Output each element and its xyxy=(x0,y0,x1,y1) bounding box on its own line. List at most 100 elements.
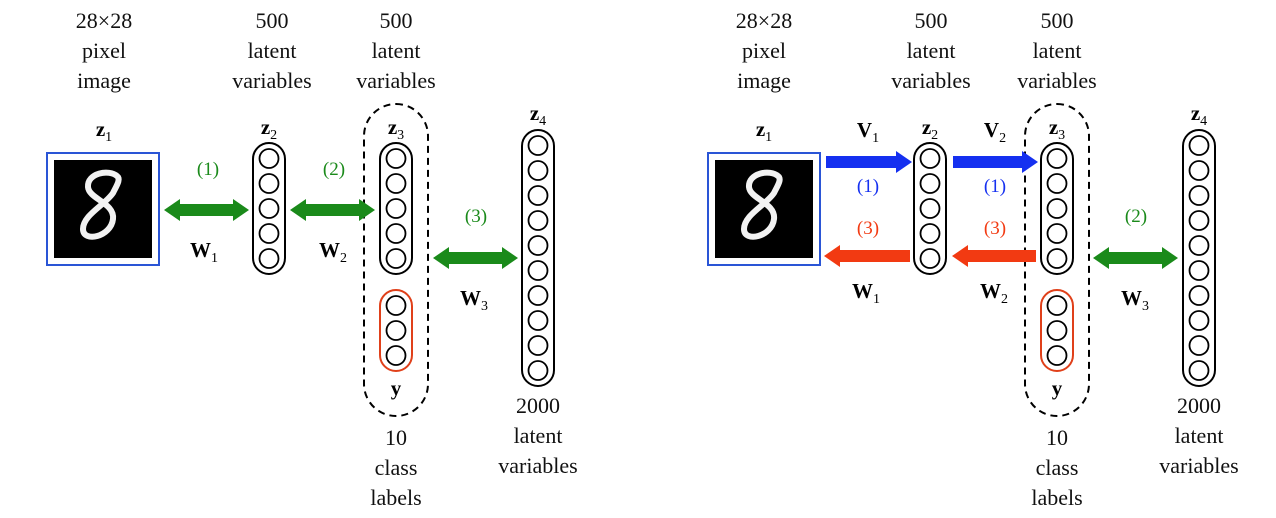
w2-step-label: (3) xyxy=(984,218,1006,239)
v1-forward-arrow xyxy=(826,151,912,173)
neuron-node xyxy=(258,173,280,194)
labels-caption-line-2: class xyxy=(1036,455,1079,480)
neuron-node xyxy=(1046,248,1068,269)
z2-layer-outline xyxy=(913,142,947,275)
z4-layer-outline xyxy=(1182,129,1216,387)
z4-caption-line-1: 2000 xyxy=(1177,393,1221,418)
neuron-node xyxy=(527,235,549,256)
step-1-label: (1) xyxy=(197,159,219,180)
neuron-node xyxy=(258,148,280,169)
image-caption-line-2: pixel xyxy=(82,38,126,63)
neuron-node xyxy=(1046,320,1068,341)
neuron-node xyxy=(527,260,549,281)
y-class-layer xyxy=(1040,289,1074,372)
neuron-node xyxy=(385,320,407,341)
w2-label: W2 xyxy=(319,238,347,266)
z3-label: z3 xyxy=(388,115,404,143)
neuron-node xyxy=(527,310,549,331)
neuron-node xyxy=(258,223,280,244)
neuron-node xyxy=(258,248,280,269)
z1-label: z1 xyxy=(96,117,112,145)
neuron-node xyxy=(919,148,941,169)
z3-label: z3 xyxy=(1049,115,1065,143)
z2-caption-line-2: latent xyxy=(907,38,956,63)
w2-backward-arrow xyxy=(952,245,1036,267)
image-background xyxy=(715,160,813,258)
v2-label: V2 xyxy=(984,118,1006,146)
input-image-digit xyxy=(707,152,821,266)
v1-forward-arrow-shape xyxy=(826,151,912,173)
neuron-node xyxy=(527,285,549,306)
y-label: y xyxy=(1052,376,1063,400)
z4-layer-outline xyxy=(521,129,555,387)
z2-caption-line-3: variables xyxy=(891,68,970,93)
w1-bidirectional-arrow xyxy=(164,199,249,221)
image-caption-line-1: 28×28 xyxy=(736,8,792,33)
y-label: y xyxy=(391,376,402,400)
z2-label: z2 xyxy=(922,115,938,143)
w3-bidirectional-arrow xyxy=(433,247,518,269)
z3-caption-line-2: latent xyxy=(1033,38,1082,63)
neuron-node xyxy=(919,173,941,194)
step-2-label: (2) xyxy=(323,159,345,180)
z3-caption-line-2: latent xyxy=(372,38,421,63)
neuron-node xyxy=(1188,260,1210,281)
neuron-node xyxy=(919,223,941,244)
neuron-node xyxy=(1188,360,1210,381)
step-3-label: (3) xyxy=(465,206,487,227)
w1-label: W1 xyxy=(852,279,880,307)
input-image-digit xyxy=(46,152,160,266)
neuron-node xyxy=(527,210,549,231)
w2-label: W2 xyxy=(980,279,1008,307)
z2-layer-outline xyxy=(252,142,286,275)
image-caption-line-1: 28×28 xyxy=(76,8,132,33)
neuron-node xyxy=(385,295,407,316)
image-background xyxy=(54,160,152,258)
neuron-node xyxy=(919,248,941,269)
z3-caption-line-3: variables xyxy=(356,68,435,93)
w1-backward-arrow-shape xyxy=(824,245,910,267)
left-panel-discriminative-training: 28×28pixelimage500latentvariables500late… xyxy=(46,8,578,510)
w2-backward-arrow-shape xyxy=(952,245,1036,267)
z3-layer xyxy=(379,142,413,275)
w3-bidirectional-arrow xyxy=(1093,247,1178,269)
z3-caption-line-3: variables xyxy=(1017,68,1096,93)
neuron-node xyxy=(527,185,549,206)
z4-label: z4 xyxy=(530,101,546,129)
neuron-node xyxy=(1046,198,1068,219)
neuron-node xyxy=(385,223,407,244)
neuron-node xyxy=(1188,210,1210,231)
w3-bidirectional-arrow-shape xyxy=(433,247,518,269)
neuron-node xyxy=(1046,148,1068,169)
z3-caption-line-1: 500 xyxy=(1041,8,1074,33)
z3-layer xyxy=(1040,142,1074,275)
image-caption-line-2: pixel xyxy=(742,38,786,63)
w3-label: W3 xyxy=(1121,286,1149,314)
z4-caption-line-2: latent xyxy=(1175,423,1224,448)
z4-caption-line-2: latent xyxy=(514,423,563,448)
digit-eight-glyph xyxy=(80,169,122,240)
z2-caption-line-1: 500 xyxy=(915,8,948,33)
neuron-node xyxy=(385,173,407,194)
digit-eight-glyph xyxy=(741,169,783,240)
image-caption-line-3: image xyxy=(77,68,131,93)
neuron-node xyxy=(1046,295,1068,316)
z2-label: z2 xyxy=(261,115,277,143)
z4-layer xyxy=(521,129,555,387)
z2-caption-line-1: 500 xyxy=(256,8,289,33)
neuron-node xyxy=(1046,345,1068,366)
w1-backward-arrow xyxy=(824,245,910,267)
image-caption-line-3: image xyxy=(737,68,791,93)
v2-forward-arrow-shape xyxy=(953,151,1038,173)
neuron-node xyxy=(919,198,941,219)
labels-caption-line-3: labels xyxy=(1031,485,1082,510)
w2-bidirectional-arrow xyxy=(290,199,375,221)
neuron-node xyxy=(527,135,549,156)
z4-caption-line-3: variables xyxy=(1159,453,1238,478)
z2-caption-line-3: variables xyxy=(232,68,311,93)
labels-caption-line-3: labels xyxy=(370,485,421,510)
w1-step-label: (3) xyxy=(857,218,879,239)
z2-caption-line-2: latent xyxy=(248,38,297,63)
neuron-node xyxy=(1188,235,1210,256)
